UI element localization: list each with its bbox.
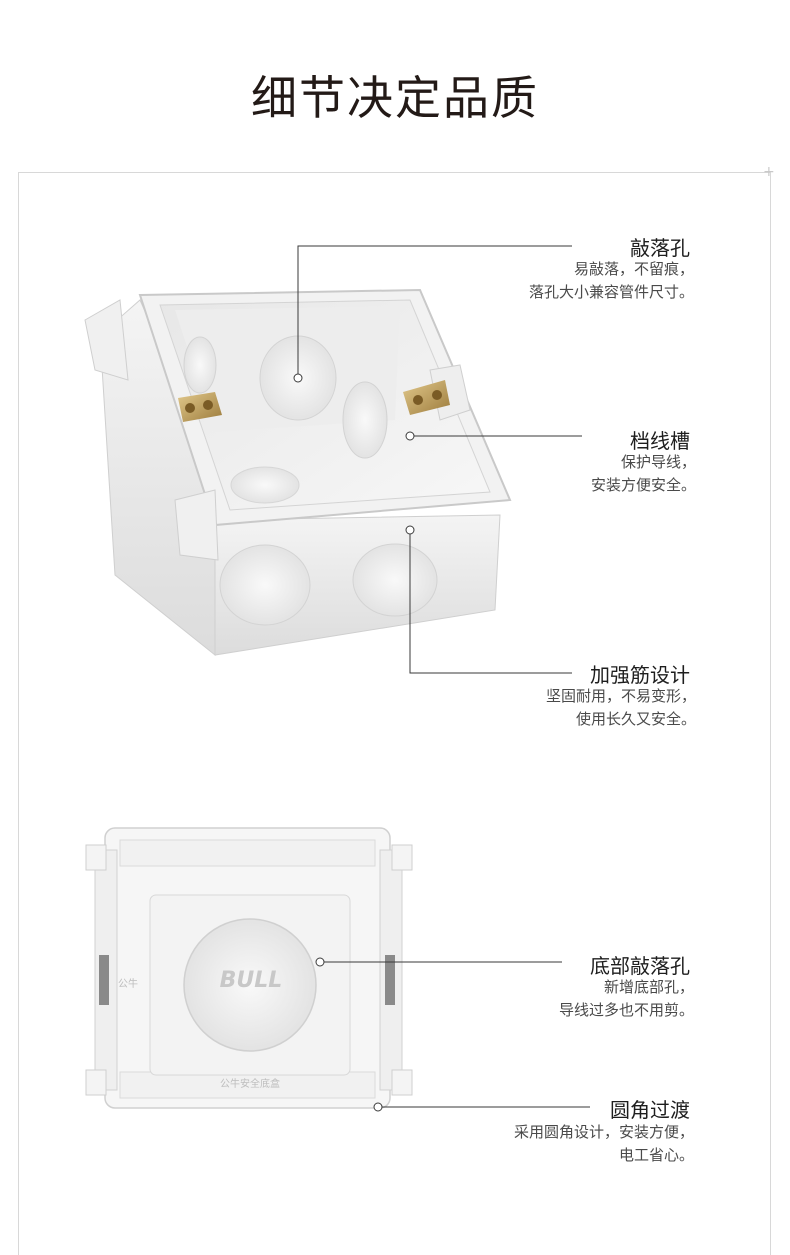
callout-title-bottom-knockout: 底部敲落孔 (590, 954, 690, 978)
brand-logo: BULL (219, 968, 283, 993)
junction-box-bottom-view (85, 827, 413, 1109)
junction-box-top-view (84, 288, 512, 657)
callout-title-rounded-corner: 圆角过渡 (610, 1098, 690, 1122)
callout-desc-bottom-knockout-line2: 导线过多也不用剪。 (558, 1001, 694, 1019)
frame-top-border (18, 172, 770, 173)
screw-insert-right (403, 380, 450, 415)
callout-desc-rounded-corner-line2: 电工省心。 (618, 1146, 694, 1164)
callout-desc-knockout-line2: 落孔大小兼容管件尺寸。 (528, 283, 694, 301)
callout-desc-rounded-corner-line1: 采用圆角设计，安装方便， (513, 1123, 694, 1141)
callout-dot-wire-slot (405, 431, 415, 441)
frame-left-border (18, 172, 19, 1255)
side-brand-text: 公牛 (118, 979, 138, 990)
callout-desc-wire-slot-line2: 安装方便安全。 (590, 476, 696, 494)
callout-desc-wire-slot-line1: 保护导线， (620, 453, 696, 471)
callout-dot-knockout (293, 373, 303, 383)
bottom-brand-text: 公牛安全底盒 (220, 1079, 280, 1090)
callout-title-wire-slot: 档线槽 (630, 429, 690, 453)
callout-dot-bottom-knockout (315, 957, 325, 967)
callout-desc-rib-line2: 使用长久又安全。 (575, 710, 696, 728)
plus-mark-icon: + (763, 164, 775, 180)
callout-desc-knockout-line1: 易敲落，不留痕， (573, 260, 694, 278)
callout-dot-rounded-corner (373, 1102, 383, 1112)
callout-desc-bottom-knockout-line1: 新增底部孔， (603, 978, 694, 996)
callout-title-rib: 加强筋设计 (590, 663, 690, 687)
page-title: 细节决定品质 (251, 71, 539, 125)
leader-lines (297, 245, 590, 1108)
callout-desc-rib-line1: 坚固耐用，不易变形， (545, 687, 696, 705)
frame-right-border (770, 172, 771, 1255)
callout-title-knockout: 敲落孔 (630, 236, 690, 260)
callout-dot-rib (405, 525, 415, 535)
screw-insert-left (178, 392, 222, 422)
